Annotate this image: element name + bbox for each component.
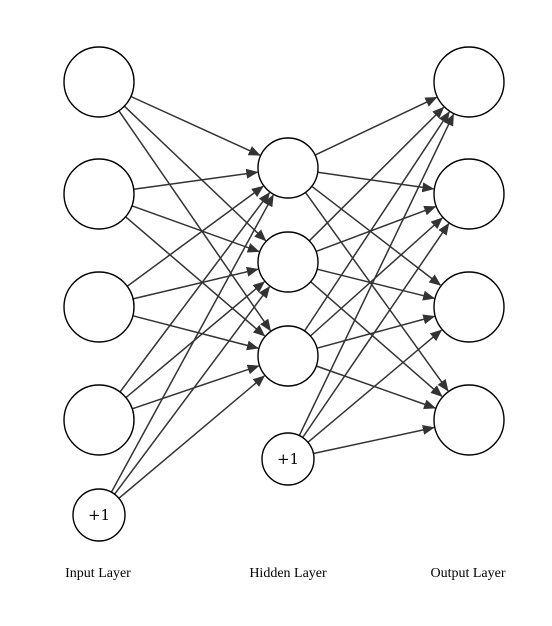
input-bias-node: [72, 488, 126, 542]
input-node-4: [63, 384, 135, 456]
hidden-layer-label: Hidden Layer: [249, 566, 327, 581]
edge-hidden-1-to-output-3: [311, 185, 442, 286]
edge-input-2-to-hidden-3: [125, 216, 266, 337]
connection-edges: [110, 95, 455, 499]
edge-hidden-3-to-output-2: [309, 217, 443, 337]
output-node-1: [433, 46, 505, 118]
edge-hidden-3-to-output-3: [316, 314, 436, 349]
edge-hidden-3-to-output-4: [316, 365, 437, 410]
network-nodes: +1 +1: [63, 46, 505, 542]
edge-hidden-4-to-output-1: [298, 113, 455, 436]
input-node-3: [63, 271, 135, 343]
hidden-node-3: [257, 325, 319, 387]
hidden-node-1: [257, 137, 319, 199]
hidden-bias-node: [261, 432, 315, 486]
edge-hidden-4-to-output-4: [313, 425, 435, 455]
edge-hidden-2-to-output-4: [310, 281, 443, 397]
hidden-bias-label: +1: [277, 450, 299, 468]
edge-input-5-to-hidden-1: [110, 194, 274, 493]
output-node-4: [433, 384, 505, 456]
input-layer-label: Input Layer: [65, 566, 131, 581]
edge-hidden-1-to-output-4: [304, 191, 449, 392]
output-node-2: [433, 158, 505, 230]
edge-input-2-to-hidden-2: [131, 205, 260, 253]
edge-hidden-2-to-output-3: [316, 268, 436, 301]
edge-hidden-1-to-output-1: [314, 96, 438, 156]
edge-input-4-to-hidden-3: [131, 364, 260, 410]
edge-hidden-2-to-output-2: [315, 205, 437, 253]
edge-input-3-to-hidden-2: [132, 266, 259, 300]
edge-hidden-1-to-output-2: [317, 171, 435, 193]
input-node-1: [63, 46, 135, 118]
edge-hidden-4-to-output-2: [302, 222, 450, 438]
edge-hidden-3-to-output-1: [303, 111, 450, 332]
edge-input-1-to-hidden-1: [130, 95, 261, 156]
output-node-3: [433, 271, 505, 343]
output-layer-label: Output Layer: [430, 566, 505, 581]
hidden-node-2: [257, 231, 319, 293]
edge-input-1-to-hidden-3: [118, 110, 272, 332]
edge-input-3-to-hidden-1: [126, 185, 264, 287]
edge-hidden-4-to-output-3: [307, 329, 443, 443]
edge-hidden-2-to-output-1: [308, 106, 445, 242]
input-bias-label: +1: [88, 506, 110, 524]
edge-input-2-to-hidden-1: [133, 168, 259, 190]
edge-input-1-to-hidden-2: [123, 105, 267, 242]
edge-input-4-to-hidden-1: [119, 192, 270, 393]
edge-input-5-to-hidden-2: [113, 285, 271, 495]
edge-input-5-to-hidden-3: [118, 375, 266, 499]
edge-input-3-to-hidden-3: [132, 315, 259, 351]
input-node-2: [63, 158, 135, 230]
